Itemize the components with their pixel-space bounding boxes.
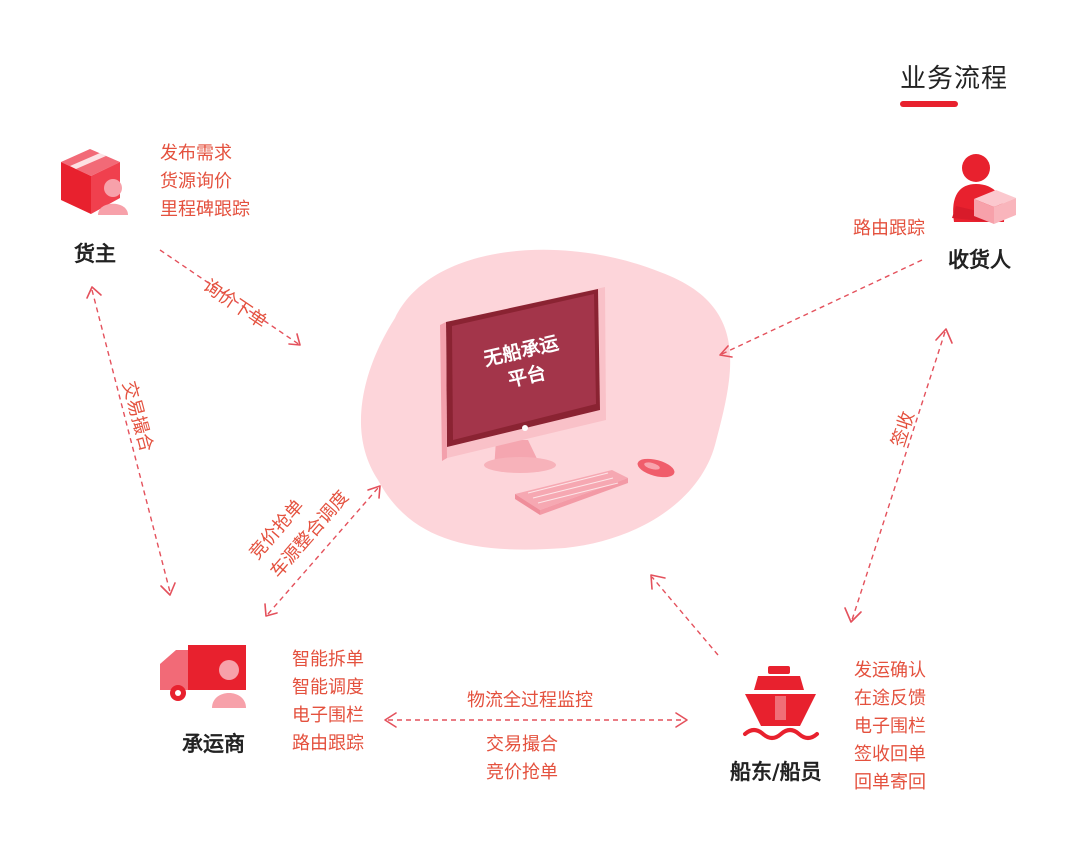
arrowhead-shipowner-platform bbox=[650, 574, 666, 590]
arrowhead-shipowner-end bbox=[844, 607, 862, 623]
list-item: 里程碑跟踪 bbox=[160, 199, 250, 220]
edge-label-line: 竞价抢单 bbox=[486, 762, 558, 783]
truck-user-icon bbox=[160, 645, 246, 708]
edge-label-carrier-shipowner-top: 物流全过程监控 bbox=[467, 690, 593, 711]
monitor-icon bbox=[440, 287, 606, 473]
feature-list-shipper: 发布需求 货源询价 里程碑跟踪 bbox=[160, 140, 250, 224]
list-item: 货源询价 bbox=[160, 171, 232, 192]
list-item: 电子围栏 bbox=[292, 705, 364, 726]
list-item: 在途反馈 bbox=[854, 688, 926, 709]
arrowhead-shipper-end bbox=[86, 286, 102, 299]
page-title: 业务流程 bbox=[900, 64, 1009, 94]
keyboard-icon bbox=[515, 470, 628, 515]
list-item: 发运确认 bbox=[854, 660, 926, 681]
list-item: 回单寄回 bbox=[854, 772, 926, 793]
person-box-icon bbox=[952, 154, 1016, 224]
edge-consignee-shipowner bbox=[851, 331, 946, 621]
node-label-carrier: 承运商 bbox=[182, 732, 245, 756]
list-item: 路由跟踪 bbox=[853, 218, 925, 239]
arrowhead-carrier-end2 bbox=[264, 603, 278, 617]
node-label-shipowner: 船东/船员 bbox=[730, 760, 822, 784]
arrowhead-right bbox=[675, 712, 688, 728]
node-label-consignee: 收货人 bbox=[948, 248, 1011, 272]
feature-list-shipowner: 发运确认 在途反馈 电子围栏 签收回单 回单寄回 bbox=[854, 657, 926, 797]
title-underline bbox=[900, 101, 958, 107]
list-item: 路由跟踪 bbox=[292, 733, 364, 754]
arrowhead-shipper-platform bbox=[288, 333, 301, 346]
arrowhead-left bbox=[384, 712, 397, 728]
node-label-shipper: 货主 bbox=[74, 242, 116, 266]
edge-carrier-platform bbox=[267, 487, 379, 615]
list-item: 智能拆单 bbox=[292, 649, 364, 670]
feature-list-consignee: 路由跟踪 bbox=[853, 215, 925, 243]
arrowhead-platform-end bbox=[367, 485, 381, 499]
feature-list-carrier: 智能拆单 智能调度 电子围栏 路由跟踪 bbox=[292, 646, 364, 758]
edge-shipowner-platform bbox=[651, 576, 719, 656]
arrowhead-consignee-platform bbox=[719, 345, 733, 358]
box-user-icon bbox=[61, 149, 128, 215]
edge-label-line: 交易撮合 bbox=[486, 734, 558, 755]
list-item: 签收回单 bbox=[854, 744, 926, 765]
edge-label-carrier-shipowner-bottom: 交易撮合 竞价抢单 bbox=[486, 731, 558, 787]
edge-shipper-platform bbox=[159, 249, 301, 346]
list-item: 智能调度 bbox=[292, 677, 364, 698]
mouse-icon bbox=[637, 458, 675, 478]
list-item: 电子围栏 bbox=[854, 716, 926, 737]
list-item: 发布需求 bbox=[160, 143, 232, 164]
arrowhead-consignee-end bbox=[935, 328, 953, 344]
edge-shipper-carrier bbox=[91, 289, 171, 593]
arrowhead-carrier-end bbox=[160, 582, 176, 596]
ship-icon bbox=[743, 666, 819, 740]
edge-consignee-platform bbox=[721, 259, 923, 355]
